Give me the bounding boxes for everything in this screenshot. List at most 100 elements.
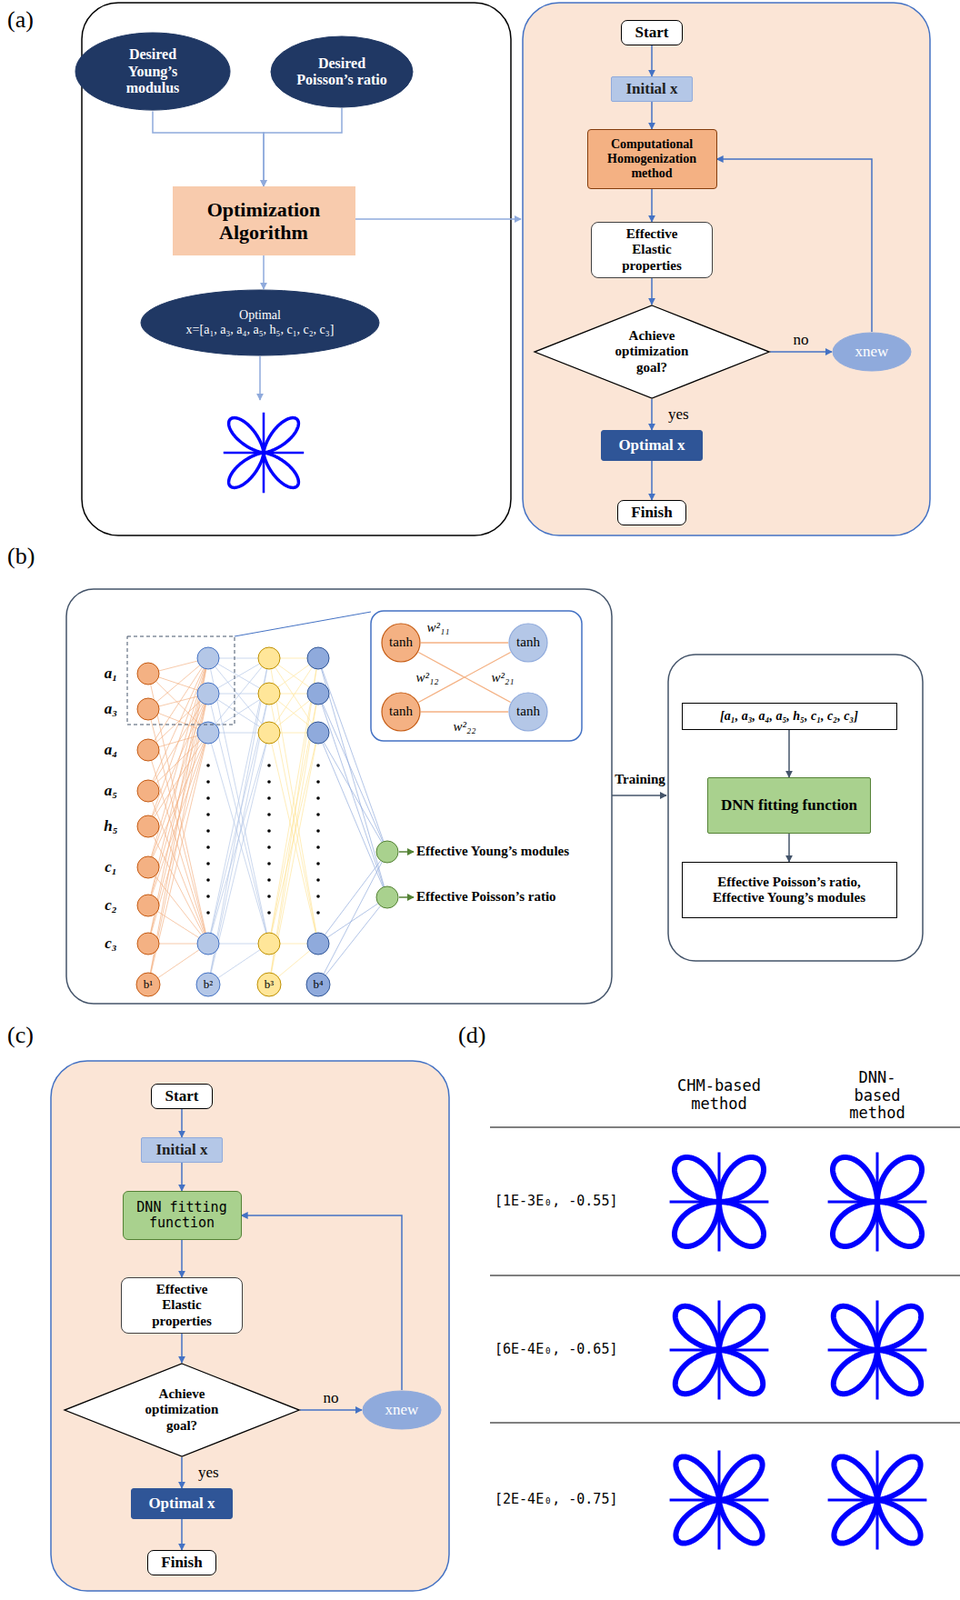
panel-letter: (a) (7, 6, 34, 34)
terminal-box: Start (150, 1083, 213, 1110)
output-box: Optimal x (130, 1488, 233, 1520)
ellipse-outline (381, 623, 420, 662)
zoom-leader (234, 611, 371, 637)
bias-neuron (196, 972, 220, 997)
ellipsis-dot (316, 829, 320, 833)
node-text: tanh (389, 703, 413, 720)
zoom-inset (370, 610, 582, 741)
unit-cell-arms (828, 1450, 928, 1550)
node-text: Optimal (239, 308, 281, 323)
node-text: Optimal x (618, 436, 685, 455)
neuron (258, 647, 280, 670)
decision-diamond: Achieve optimization goal? (63, 1362, 300, 1458)
flow-arrow (259, 356, 261, 400)
unit-cell-illustration (670, 1300, 770, 1400)
training-arrow (611, 794, 667, 797)
ellipse-outline (381, 692, 420, 731)
input-label: a₄ (104, 740, 118, 760)
edge-label: yes (668, 405, 690, 424)
bias-label: b³ (264, 978, 274, 992)
ellipsis-dot (267, 845, 271, 850)
bias-neuron (306, 972, 330, 997)
input-label: h₅ (103, 817, 118, 836)
network-links (148, 658, 388, 985)
output-arrow (399, 896, 414, 899)
network-link (318, 897, 388, 944)
node-text: Achieve optimization goal? (601, 328, 702, 376)
output-box: Effective Poisson’s ratio, Effective You… (681, 861, 898, 919)
neuron (137, 815, 160, 838)
unit-cell-illustration (828, 1450, 928, 1550)
panel-letter: (b) (7, 542, 35, 570)
connector-arrow (180, 1162, 183, 1191)
unit-cell-illustration (670, 1450, 770, 1550)
ellipse-outline (140, 290, 380, 356)
process-box: Initial x (610, 76, 693, 102)
process-box: Computational Homogenization method (587, 129, 718, 190)
zoom-frame (127, 636, 235, 725)
neuron (197, 721, 220, 744)
node-text: Start (165, 1087, 200, 1106)
ellipsis-dot (206, 829, 210, 833)
node-text: Desired Young’s modulus (102, 46, 203, 97)
ellipse-outline (509, 692, 548, 731)
ellipse-outline (832, 332, 911, 371)
weight-label: w²₁₁ (427, 620, 450, 636)
ellipse-outline (362, 1390, 441, 1430)
neuron (137, 698, 160, 720)
node-text: xnew (855, 342, 890, 361)
connector-arrow (650, 399, 653, 430)
process-box: Effective Elastic properties (590, 221, 713, 279)
node-text: tanh (389, 634, 413, 650)
node-text: Initial x (625, 80, 678, 99)
ellipse-outline (75, 32, 230, 110)
neuron (137, 932, 160, 955)
output-arrow (399, 850, 414, 853)
terminal-box: Start (620, 20, 683, 46)
node-text: Optimization Algorithm (180, 198, 349, 245)
neuron-circle: tanh (380, 691, 421, 732)
edge-label: no (323, 1389, 340, 1408)
panel-letter: (d) (458, 1021, 486, 1050)
network-link (208, 658, 270, 985)
node-text: x=[a₁, a₃, a₄, a₅, h₅, c₁, c₂, c₃] (186, 322, 335, 338)
ellipsis-dot (267, 796, 271, 800)
ellipsis-dot (316, 845, 320, 850)
ellipsis-dot (267, 861, 271, 866)
unit-cell-illustration (223, 412, 304, 493)
node-text: DNN fitting function (720, 796, 858, 815)
connector-arrow (263, 108, 342, 187)
node-text: Finish (630, 503, 672, 522)
connector-arrow (650, 460, 653, 500)
connector-arrow (180, 1240, 183, 1278)
column-header: DNN-based method (836, 1069, 920, 1123)
input-label: a₅ (104, 781, 118, 800)
ellipsis-dot (206, 861, 210, 866)
weight-label: w²₂₁ (491, 670, 515, 686)
connector-arrow (180, 1457, 183, 1489)
neuron (258, 932, 280, 955)
unit-cell-illustration (828, 1300, 928, 1400)
panel (50, 1060, 450, 1591)
connector-arrow (650, 278, 653, 305)
ellipsis-dot (316, 910, 320, 915)
process-box: Effective Elastic properties (120, 1277, 243, 1334)
neuron (137, 739, 160, 761)
output-neuron (376, 886, 399, 909)
node-text: tanh (516, 634, 540, 650)
table-rule (490, 1422, 960, 1424)
ellipsis-dot (316, 812, 320, 817)
neuron (258, 682, 280, 705)
column-header: CHM-based method (669, 1077, 770, 1113)
ellipsis-dot (316, 878, 320, 882)
node-text: Effective Elastic properties (139, 1281, 226, 1330)
connector-arrow (152, 111, 264, 187)
neuron (137, 894, 160, 917)
connector-arrow (650, 101, 653, 130)
table-rule (490, 1275, 960, 1277)
weight-link (420, 641, 509, 643)
neuron (307, 647, 330, 670)
node-text: Initial x (155, 1140, 208, 1160)
output-label: Effective Young’s modules (416, 843, 570, 860)
ellipsis-dot (206, 845, 210, 850)
